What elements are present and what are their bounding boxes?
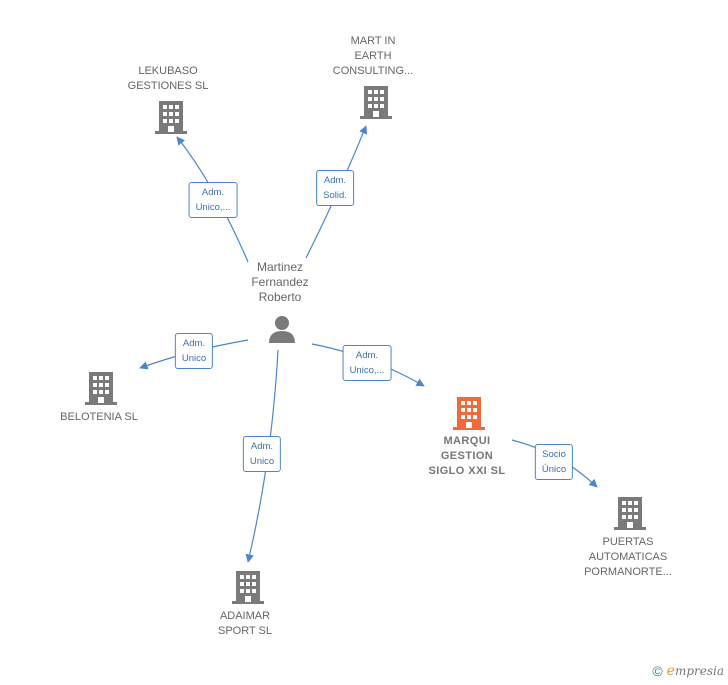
node-label-belotenia[interactable]: BELOTENIA SL — [60, 411, 138, 423]
copyright-icon: © — [652, 663, 663, 679]
node-label-puertas[interactable]: PUERTAS AUTOMATICAS PORMANORTE... — [584, 536, 672, 578]
node-label-marqui[interactable]: MARQUI GESTION SIGLO XXI SL — [428, 435, 506, 477]
building-icon[interactable] — [85, 370, 117, 406]
node-label-person[interactable]: Martinez Fernandez Roberto — [251, 260, 309, 304]
edge-label-to-adaimar[interactable]: Adm. Unico — [242, 436, 282, 472]
edge-label-marqui-to-puertas[interactable]: Socio Único — [534, 444, 574, 480]
building-icon[interactable] — [155, 99, 187, 135]
building-icon-focus[interactable] — [453, 395, 485, 431]
building-icon[interactable] — [360, 84, 392, 120]
person-icon[interactable] — [267, 314, 297, 344]
building-icon[interactable] — [614, 495, 646, 531]
node-label-martin-earth[interactable]: MART IN EARTH CONSULTING... — [332, 35, 414, 77]
footer-brand: © empresia — [652, 663, 724, 679]
edge-label-to-lekubaso[interactable]: Adm. Unico,... — [188, 182, 238, 218]
edge-label-to-belotenia[interactable]: Adm. Unico — [174, 333, 214, 369]
building-icon[interactable] — [232, 569, 264, 605]
node-label-adaimar[interactable]: ADAIMAR SPORT SL — [217, 610, 272, 637]
brand-logo: empresia — [666, 663, 724, 679]
edge-label-to-marqui[interactable]: Adm. Unico,... — [342, 345, 392, 381]
node-label-lekubaso[interactable]: LEKUBASO GESTIONES SL — [127, 65, 209, 92]
edge-label-to-martin-earth[interactable]: Adm. Solid. — [316, 170, 354, 206]
